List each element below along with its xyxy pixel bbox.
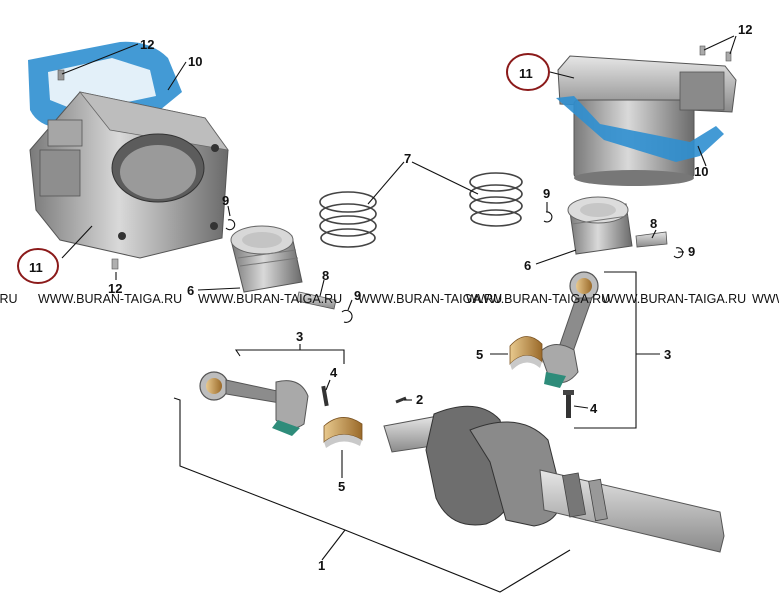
piston-pin-left [296, 291, 337, 310]
callout-pin-left: 8 [322, 268, 329, 283]
watermark-row: .RU WWW.BURAN-TAIGA.RU WWW.BURAN-TAIGA.R… [0, 292, 779, 306]
dowel-left-top [57, 69, 65, 81]
dowel-left-bottom [111, 258, 119, 270]
callout-circlip-left-top: 9 [222, 193, 229, 208]
watermark-5: WWW.BURAN-TAIGA.RU [602, 292, 746, 306]
piston-rings-right [469, 172, 523, 227]
callout-dowel-left-top: 12 [140, 37, 154, 52]
dowel-right-b [725, 51, 732, 62]
callout-bolt-right: 4 [590, 401, 598, 416]
callout-dowel-right: 12 [738, 22, 752, 37]
highlight-circle-left [17, 248, 59, 284]
highlight-circle-right [506, 53, 550, 91]
dowel-right-a [699, 45, 706, 56]
watermark-4: WWW.BURAN-TAIGA.RU [466, 292, 610, 306]
callout-labels: 12 10 11 12 9 6 8 9 7 11 12 10 9 8 9 6 3… [29, 22, 752, 573]
watermark-partial-right: WWW [752, 292, 779, 306]
callout-circlip-right-top: 9 [543, 186, 550, 201]
callout-bearing-left: 5 [338, 479, 345, 494]
piston-left [230, 225, 303, 293]
leader-lines [61, 35, 737, 593]
conrod-bolt-left [321, 385, 329, 407]
callout-pin-right: 8 [650, 216, 657, 231]
circlip-left-bottom [341, 309, 353, 323]
watermark-3: WWW.BURAN-TAIGA.RU [358, 292, 502, 306]
callout-bearing-right: 5 [476, 347, 483, 362]
callout-crankshaft: 1 [318, 558, 325, 573]
gasket-right [556, 96, 724, 162]
callout-bolt-left: 4 [330, 365, 338, 380]
piston-pin-right [635, 231, 668, 248]
callout-gasket-left: 10 [188, 54, 202, 69]
piston-rings-left [319, 191, 377, 248]
callout-circlip-left-bottom: 9 [354, 288, 361, 303]
callout-conrod-left: 3 [296, 329, 303, 344]
crankshaft [383, 405, 725, 553]
watermark-1: WWW.BURAN-TAIGA.RU [38, 292, 182, 306]
callout-cylinder-left: 11 [29, 260, 43, 275]
callout-dowel-left-bottom: 12 [108, 281, 122, 296]
circlip-right-top [543, 211, 553, 223]
conrod-right [539, 271, 599, 388]
crank-pin [395, 396, 407, 404]
cylinder-right [556, 55, 737, 186]
callout-circlip-right-side: 9 [688, 244, 695, 259]
circlip-right-side [673, 247, 684, 259]
cylinder-left [28, 41, 229, 259]
bearing-right [509, 336, 543, 370]
conrod-bolt-right [563, 390, 574, 418]
callout-piston-left: 6 [187, 283, 194, 298]
circlip-left-top [225, 219, 236, 231]
callout-piston-right: 6 [524, 258, 531, 273]
callout-crank-pin: 2 [416, 392, 423, 407]
bearing-left [323, 417, 363, 448]
conrod-left [199, 371, 309, 436]
piston-right [567, 196, 633, 255]
callout-gasket-right: 10 [694, 164, 708, 179]
watermark-partial-left: .RU [0, 292, 18, 306]
watermark-2: WWW.BURAN-TAIGA.RU [198, 292, 342, 306]
callout-conrod-right: 3 [664, 347, 671, 362]
callout-piston-rings: 7 [404, 151, 411, 166]
callout-cylinder-right: 11 [519, 66, 533, 81]
